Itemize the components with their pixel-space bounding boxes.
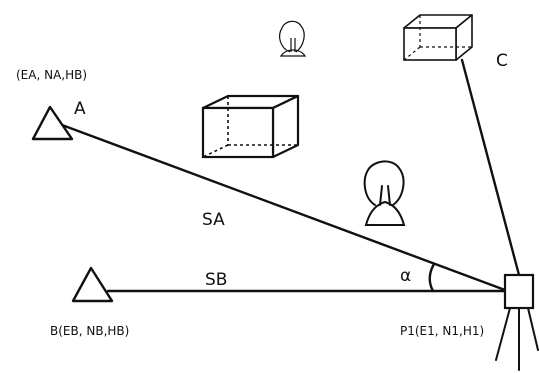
box-icon — [403, 14, 473, 61]
tripod-icon — [495, 273, 539, 371]
angle-arc — [428, 262, 436, 293]
sight-line-a — [60, 123, 507, 292]
point-a-label: A — [74, 99, 86, 119]
point-b-coords: B(EB, NB,HB) — [50, 324, 129, 338]
station-coords: P1(E1, N1,H1) — [400, 324, 484, 338]
distance-b-label: SB — [205, 270, 227, 290]
point-c-label: C — [496, 51, 508, 71]
angle-label: α — [400, 266, 411, 286]
point-a-coords: (EA, NA,HB) — [16, 68, 87, 82]
distance-a-label: SA — [202, 210, 225, 230]
tree-icon — [363, 160, 406, 226]
box-icon — [201, 94, 300, 159]
triangle-icon — [31, 105, 74, 141]
tree-icon — [279, 20, 307, 57]
triangle-icon — [71, 266, 114, 303]
sight-line-c — [460, 58, 521, 277]
